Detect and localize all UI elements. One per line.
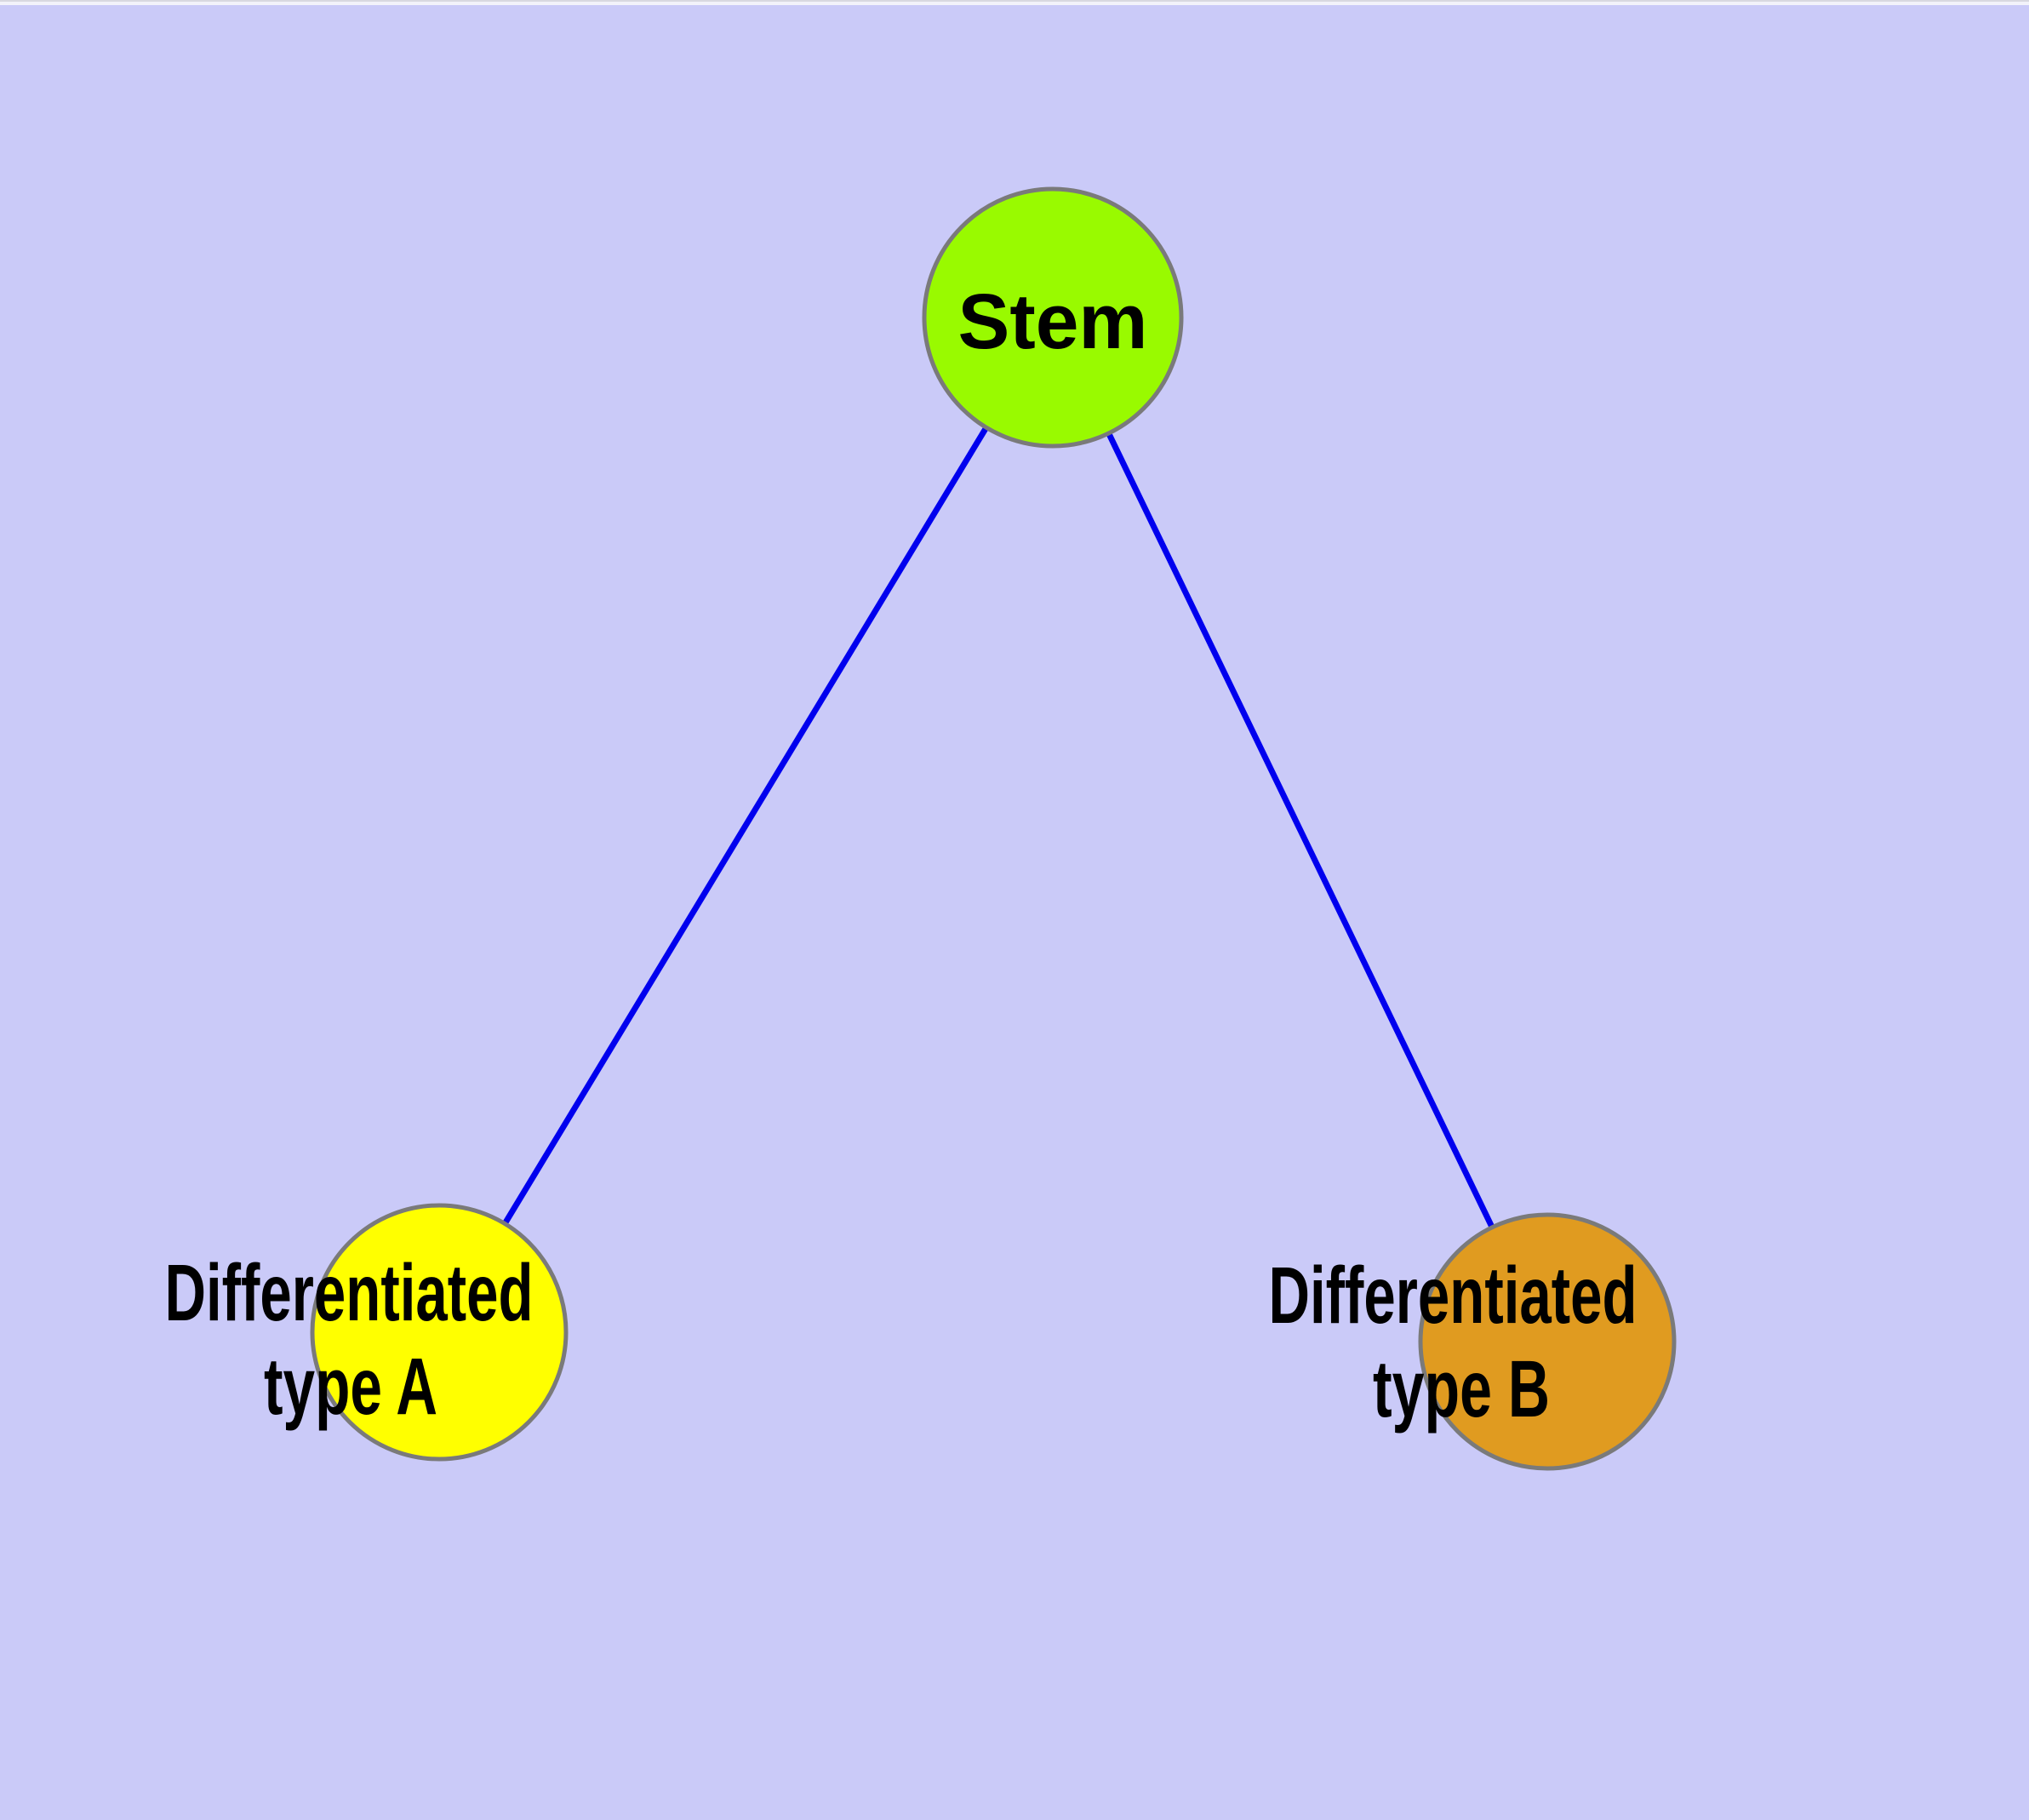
node-stem xyxy=(922,186,1184,449)
node-differentiated-type-a xyxy=(310,1203,569,1462)
node-typeB-label-line1: Differentiated xyxy=(1269,1251,1637,1341)
node-typeB-label-line2: type B xyxy=(1373,1344,1550,1434)
node-differentiated-type-b xyxy=(1418,1212,1677,1471)
edge-stem-to-typeB xyxy=(1049,316,1551,1343)
node-typeA-label-line1: Differentiated xyxy=(165,1248,534,1338)
window-top-strip-edge xyxy=(0,0,2029,2)
node-typeA-label-line2: type A xyxy=(264,1342,437,1432)
window-top-strip xyxy=(0,0,2029,5)
node-stem-label: Stem xyxy=(958,278,1148,365)
edge-stem-to-typeA xyxy=(437,316,1055,1334)
